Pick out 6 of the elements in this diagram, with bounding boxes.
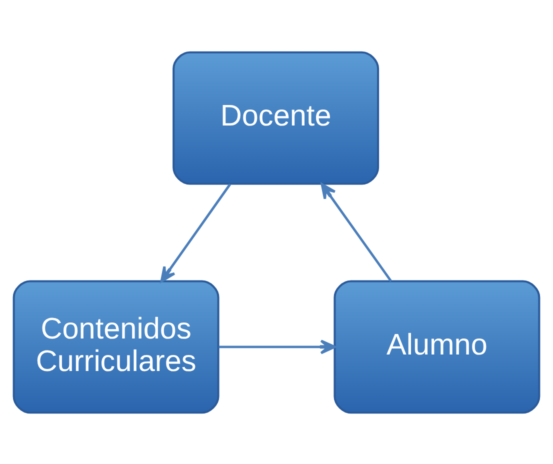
arrow — [320, 182, 392, 282]
node-box: Alumno — [334, 280, 540, 414]
arrow — [160, 183, 232, 282]
arrow — [218, 339, 336, 354]
node-box: Contenidos Curriculares — [12, 280, 220, 414]
node-box: Docente — [172, 50, 380, 184]
